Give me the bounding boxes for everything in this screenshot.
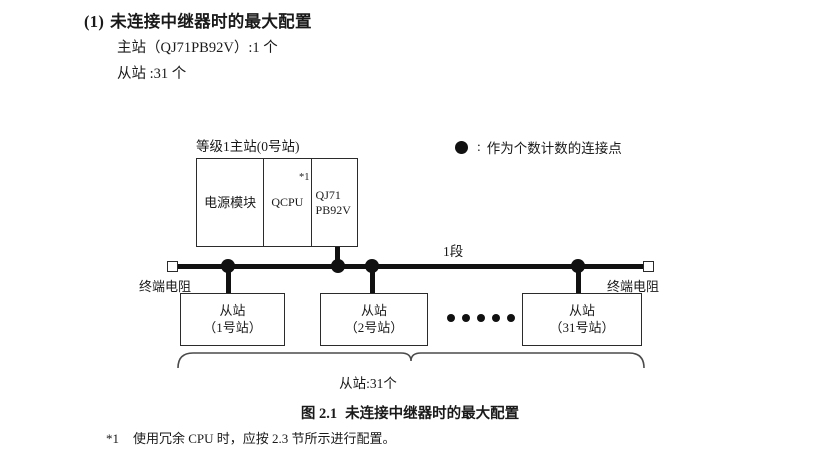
slave-station-name: 从站 [360,303,387,319]
master-drop-line [335,247,340,267]
master-cell-power-module-label: 电源模块 [204,194,257,210]
slave-station-number: （1号站） [203,319,262,335]
footnote-mark: *1 [106,431,119,446]
slave-total-label: 从站:31个 [339,376,397,391]
section-heading: (1) 未连接中继器时的最大配置 [84,8,312,32]
footnote-text: 使用冗余 CPU 时，应按 2.3 节所示进行配置。 [133,431,396,446]
slave-drop-line [226,266,231,294]
ellipsis-dots-icon [447,314,530,322]
footnote-marker-icon: *1 [299,172,310,183]
legend-label: 作为个数计数的连接点 [486,141,622,156]
filled-circle-icon [455,140,468,154]
slave-station-number: （2号站） [344,319,404,335]
master-cell-qcpu-label: QCPU [271,195,304,210]
slave-drop-line [576,266,581,294]
terminator-right-label: 终端电阻 [607,279,660,294]
master-cell-network-module-line2: PB92V [315,202,351,217]
figure-caption-text: 未连接中继器时的最大配置 [345,406,520,422]
slave-drop-line [370,266,375,294]
terminator-left-label: 终端电阻 [139,279,192,294]
master-cell-power-module: 电源模块 [197,159,265,246]
spec-slave-count: 从站 :31 个 [117,66,187,82]
figure-caption-number: 图 2.1 [300,406,338,422]
slave-station-box: 从站 （31号站） [522,293,642,346]
section-title: 未连接中继器时的最大配置 [110,12,312,31]
terminator-left-icon [167,261,178,272]
master-station-label: 等级1主站(0号站) [196,139,300,154]
master-cell-network-module: QJ71 PB92V [312,159,357,246]
slave-group-brace [176,350,646,370]
footnote: *1 使用冗余 CPU 时，应按 2.3 节所示进行配置。 [106,428,396,447]
slave-station-box: 从站 （2号站） [320,293,428,346]
legend-colon: : [477,139,481,154]
terminator-right-icon [643,261,654,272]
legend: : 作为个数计数的连接点 [455,137,622,157]
segment-label: 1段 [443,244,464,259]
figure-caption: 图 2.1 未连接中继器时的最大配置 [301,402,519,423]
master-cell-qcpu: QCPU *1 [264,159,312,246]
slave-station-name: 从站 [568,303,595,319]
connection-point-icon [331,259,345,273]
spec-master-count: 主站（QJ71PB92V）:1 个 [117,40,278,56]
bus-trunk-line [176,264,644,269]
section-number: (1) [84,12,105,31]
master-station-box: 电源模块 QCPU *1 QJ71 PB92V [196,158,358,247]
slave-station-number: （31号站） [549,319,615,335]
slave-station-box: 从站 （1号站） [180,293,285,346]
slave-station-name: 从站 [219,303,246,319]
master-cell-network-module-line1: QJ71 [315,188,341,203]
